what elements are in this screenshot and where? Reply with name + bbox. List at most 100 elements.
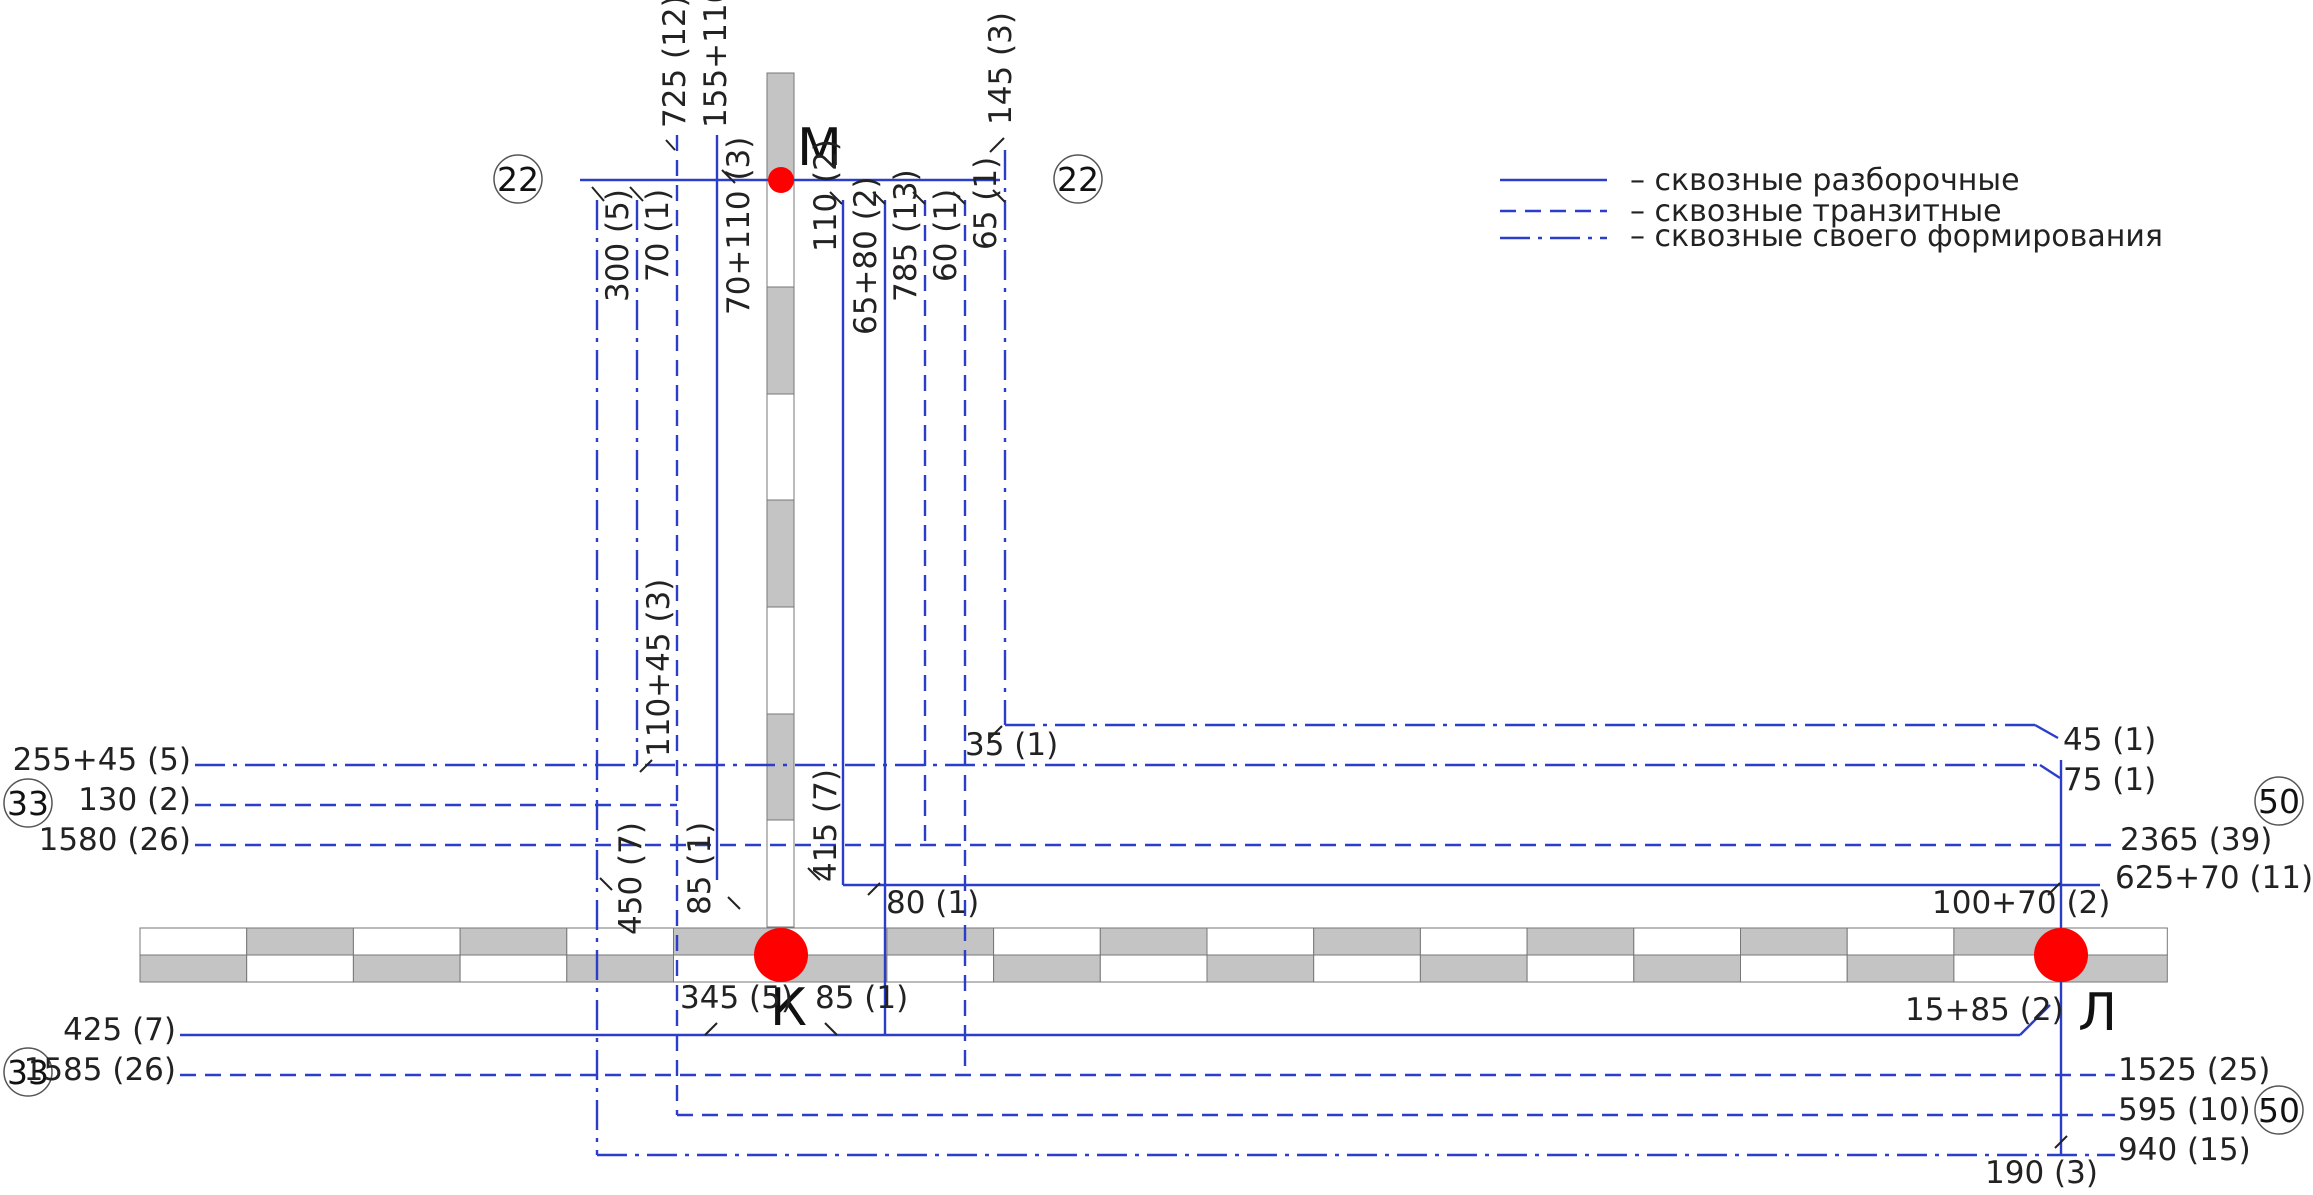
direction-left-lower: 33 — [3, 1047, 53, 1097]
horizontal-labels: 35 (1) 45 (1) 75 (1) 255+45 (5) 130 (2) … — [13, 722, 2313, 1191]
horizontal-track-segment — [1740, 954, 1848, 983]
label-345: 345 (5) — [680, 980, 793, 1016]
horizontal-track-segment — [993, 927, 1101, 956]
vertical-track-segment — [766, 72, 795, 181]
horizontal-track-segment — [1846, 954, 1955, 983]
station-l-node — [2034, 928, 2088, 982]
label-1585: 1585 (26) — [24, 1052, 176, 1088]
horizontal-track-segment — [1099, 927, 1208, 956]
label-415: 415 (7) — [808, 769, 844, 882]
label-65-80: 65+80 (2) — [848, 176, 884, 335]
station-m-node — [768, 167, 794, 193]
station-l-label: Л — [2078, 983, 2117, 1043]
label-255-45: 255+45 (5) — [13, 742, 191, 778]
label-85-left: 85 (1) — [682, 822, 718, 915]
station-k-label: К — [770, 978, 807, 1038]
label-100-70: 100+70 (2) — [1932, 885, 2110, 921]
label-1580: 1580 (26) — [39, 822, 191, 858]
horizontal-track-segment — [1313, 927, 1421, 956]
flow-h425-diag — [2019, 1004, 2051, 1036]
label-625-70: 625+70 (11) — [2115, 860, 2313, 896]
label-15-85: 15+85 (2) — [1905, 992, 2064, 1028]
horizontal-track-segment — [352, 954, 461, 983]
leader-ticks — [591, 137, 2068, 1149]
legend-dashed-text: – сквозные транзитные — [1630, 194, 2002, 229]
flow-lines — [180, 135, 2115, 1157]
horizontal-track-segment — [246, 954, 354, 983]
horizontal-track-segment — [1206, 954, 1315, 983]
flow-h255-diag — [2039, 763, 2061, 780]
horizontal-track-segment — [1099, 954, 1208, 983]
horizontal-track-segment — [246, 927, 354, 956]
label-70-110: 70+110 (3) — [721, 137, 757, 315]
legend-solid-text: – сквозные разборочные — [1630, 163, 2020, 198]
horizontal-track-segment — [459, 927, 568, 956]
horizontal-track-segment — [1206, 927, 1315, 956]
label-1525: 1525 (25) — [2118, 1052, 2270, 1088]
direction-right-lower-text: 50 — [2258, 1091, 2300, 1130]
label-940: 940 (15) — [2118, 1132, 2251, 1168]
direction-top-right: 22 — [1053, 154, 1103, 204]
horizontal-track-segment — [139, 927, 248, 956]
legend: – сквозные разборочные – сквозные транзи… — [1500, 163, 2163, 254]
vertical-labels: 725 (12) 155+110 (4 145 (3) 300 (5) 70 (… — [600, 0, 1019, 935]
label-65: 65 (1) — [968, 157, 1004, 250]
horizontal-track-segment — [1313, 954, 1421, 983]
station-m-label: М — [797, 118, 842, 178]
direction-top-right-text: 22 — [1057, 160, 1099, 199]
vertical-track-segment — [766, 393, 795, 501]
flow-h35-diag — [2034, 723, 2059, 740]
horizontal-track-segment — [1526, 954, 1635, 983]
vertical-track — [766, 72, 795, 928]
label-595: 595 (10) — [2118, 1092, 2251, 1128]
label-300: 300 (5) — [600, 189, 636, 302]
direction-top-left: 22 — [493, 154, 543, 204]
direction-right-upper-text: 50 — [2258, 782, 2300, 821]
label-190: 190 (3) — [1985, 1155, 2098, 1191]
label-110: 110 (2) — [808, 139, 844, 252]
direction-right-lower: 50 — [2254, 1085, 2304, 1135]
horizontal-track-segment — [139, 954, 248, 983]
label-145: 145 (3) — [983, 12, 1019, 125]
horizontal-track-segment — [1419, 927, 1528, 956]
horizontal-track-segment — [1740, 927, 1848, 956]
vertical-track-segment — [766, 499, 795, 608]
label-155-110: 155+110 (4 — [698, 0, 734, 128]
horizontal-track-segment — [352, 927, 461, 956]
horizontal-track-segment — [566, 954, 674, 983]
horizontal-track-segment — [1419, 954, 1528, 983]
vertical-track-segment — [766, 286, 795, 395]
direction-right-upper: 50 — [2254, 776, 2304, 826]
label-70: 70 (1) — [640, 189, 676, 282]
vertical-track-segment — [766, 713, 795, 821]
direction-left-upper-text: 33 — [7, 784, 49, 823]
direction-left-upper: 33 — [3, 778, 53, 828]
label-725: 725 (12) — [657, 0, 693, 128]
horizontal-track-segment — [886, 927, 995, 956]
label-35: 35 (1) — [965, 727, 1058, 763]
label-60: 60 (1) — [928, 189, 964, 282]
vertical-track-segment — [766, 179, 795, 288]
horizontal-track-segment — [459, 954, 568, 983]
horizontal-track-segment — [1526, 927, 1635, 956]
label-425: 425 (7) — [63, 1012, 176, 1048]
label-130: 130 (2) — [78, 782, 191, 818]
horizontal-track-segment — [1633, 954, 1742, 983]
label-75: 75 (1) — [2063, 762, 2156, 798]
horizontal-track-segment — [1846, 927, 1955, 956]
horizontal-track — [139, 927, 2168, 983]
label-450: 450 (7) — [613, 822, 649, 935]
station-k-node — [754, 928, 808, 982]
direction-left-lower-text: 33 — [7, 1053, 49, 1092]
vertical-track-segment — [766, 606, 795, 715]
label-80: 80 (1) — [886, 885, 979, 921]
label-45: 45 (1) — [2063, 722, 2156, 758]
horizontal-track-segment — [886, 954, 995, 983]
vertical-track-segment — [766, 819, 795, 928]
direction-top-left-text: 22 — [497, 160, 539, 199]
label-85-bottom: 85 (1) — [815, 980, 908, 1016]
label-110-45: 110+45 (3) — [641, 579, 677, 757]
horizontal-track-segment — [1633, 927, 1742, 956]
horizontal-track-segment — [993, 954, 1101, 983]
legend-dashdot-text: – сквозные своего формирования — [1630, 219, 2163, 254]
